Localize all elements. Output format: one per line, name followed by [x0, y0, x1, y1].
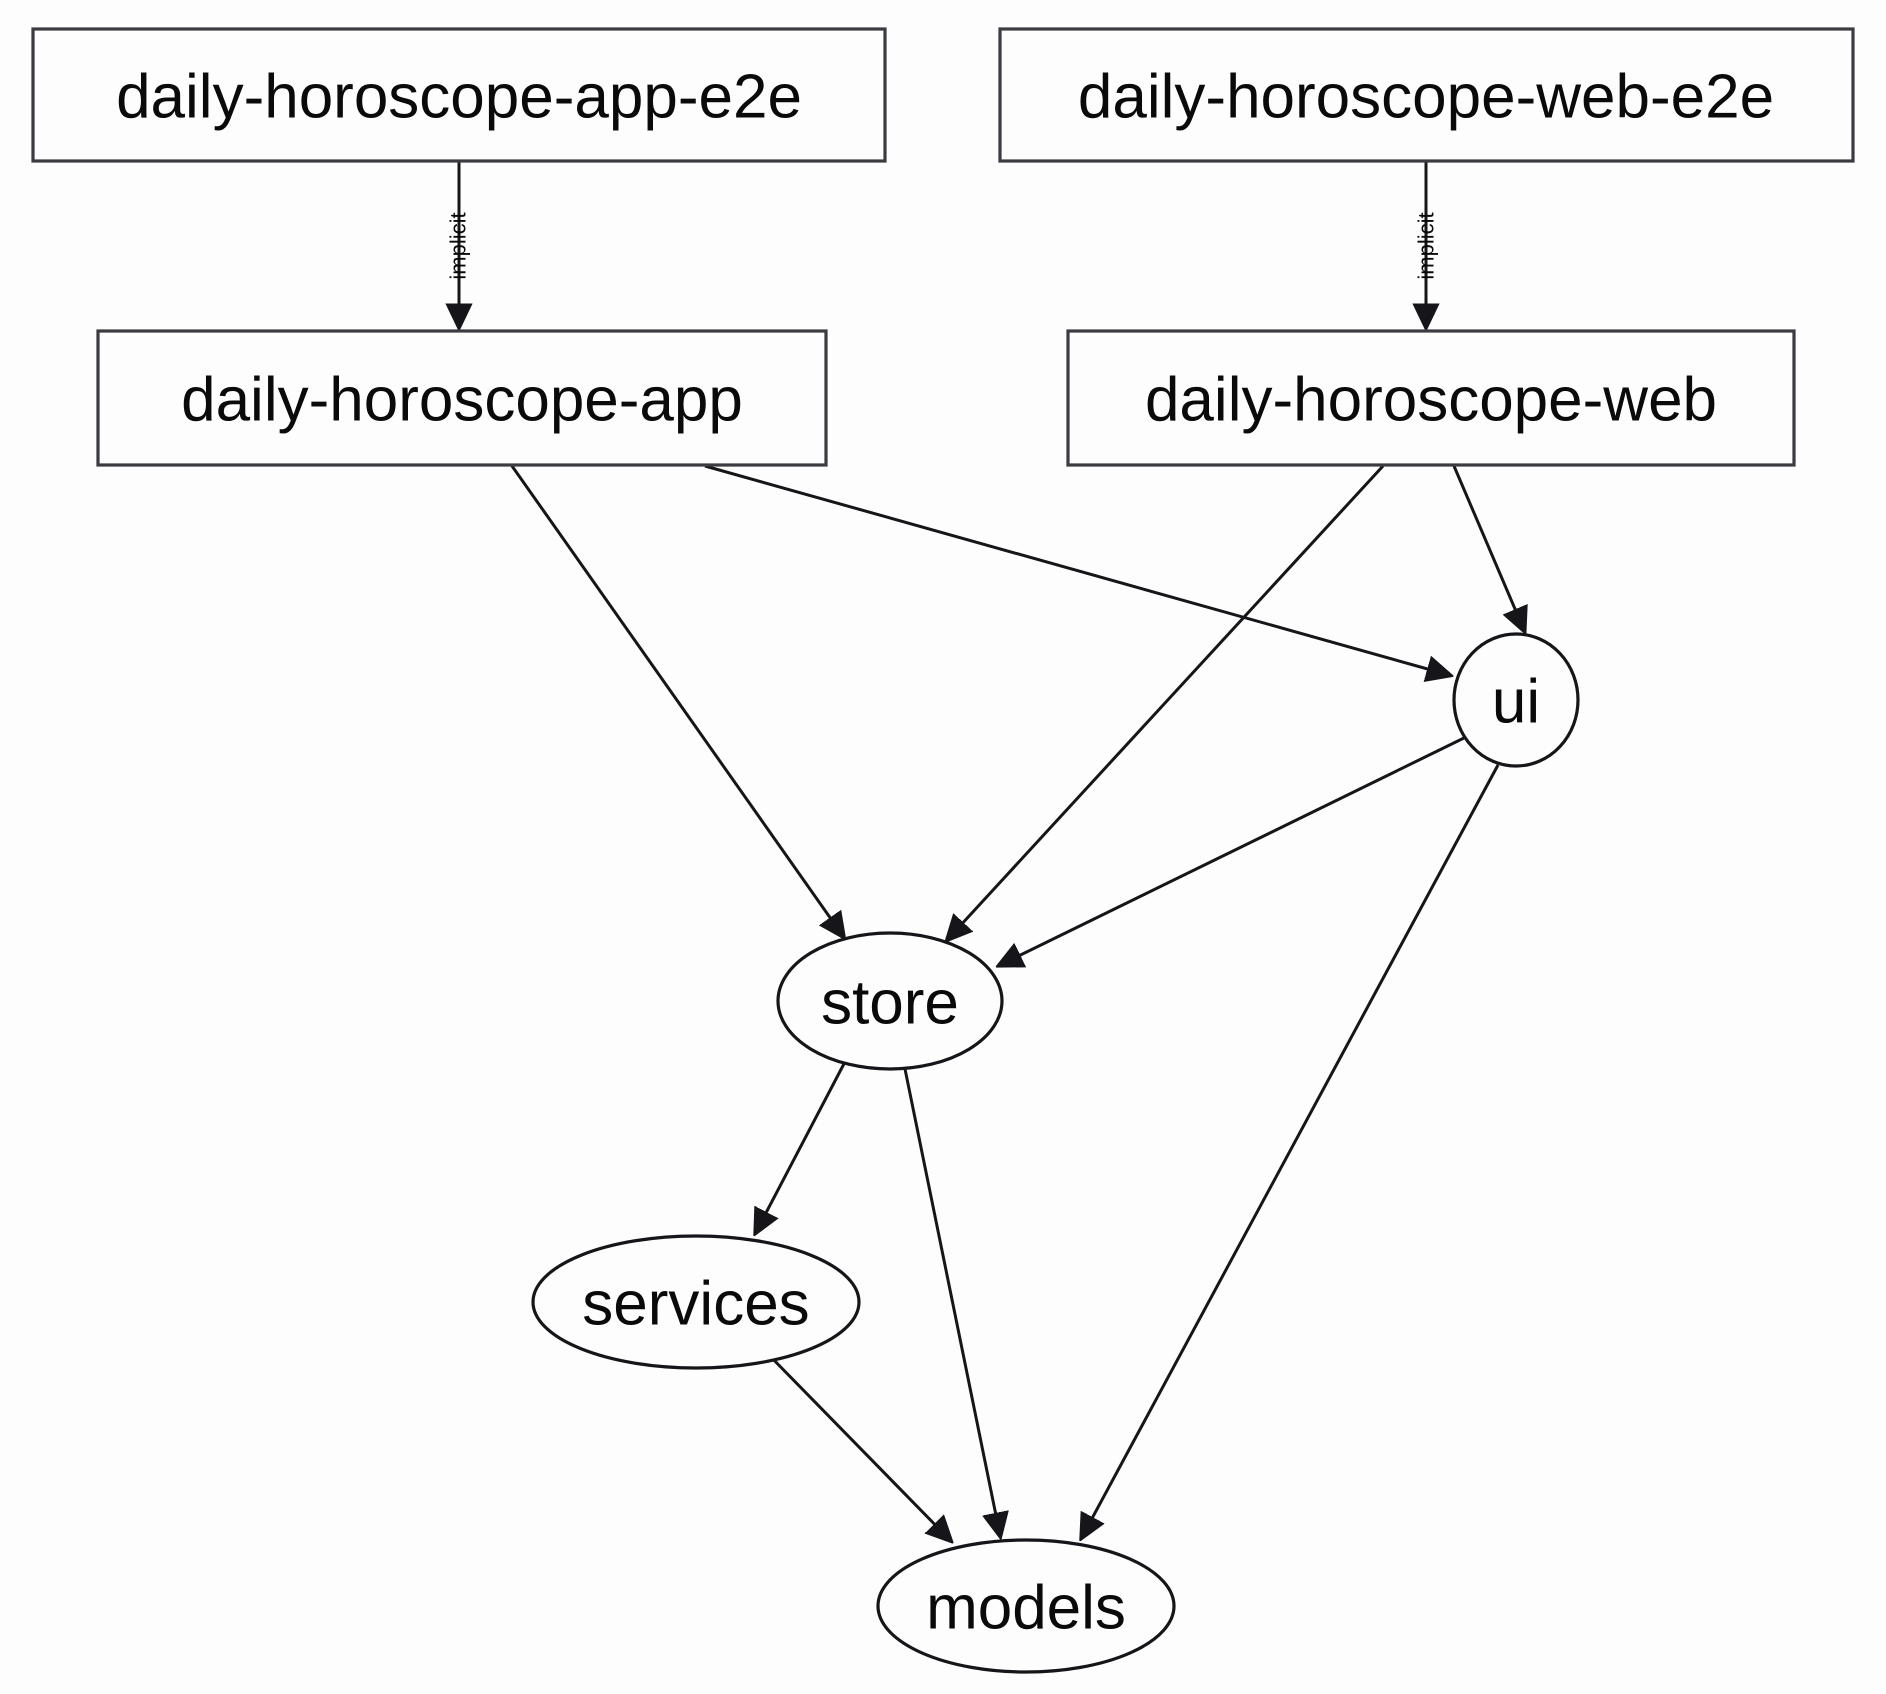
graph-node-daily-horoscope-web-e2e[interactable]: daily-horoscope-web-e2e	[998, 27, 1855, 163]
graph-edge	[764, 1350, 950, 1540]
graph-edge	[903, 1068, 1000, 1535]
node-rect-daily-horoscope-web-e2e[interactable]	[998, 27, 1855, 163]
graph-node-daily-horoscope-web[interactable]: daily-horoscope-web	[1066, 329, 1796, 467]
node-ellipse-services[interactable]	[531, 1234, 861, 1370]
node-rect-daily-horoscope-app-e2e[interactable]	[31, 27, 887, 163]
graph-node-store[interactable]: store	[776, 931, 1004, 1071]
node-label-daily-horoscope-web: daily-horoscope-web	[1145, 366, 1717, 435]
nodes-layer: daily-horoscope-app-e2e daily-horoscope-w…	[31, 27, 1855, 1674]
graph-node-daily-horoscope-app-e2e[interactable]: daily-horoscope-app-e2e	[31, 27, 887, 163]
graph-node-ui[interactable]: ui	[1452, 632, 1580, 768]
node-label-store: store	[821, 969, 959, 1038]
node-label-services: services	[582, 1270, 809, 1339]
node-rect-daily-horoscope-web[interactable]	[1066, 329, 1796, 467]
graph-edge	[704, 464, 1449, 675]
edge-label-implicit: implicit	[446, 212, 471, 279]
edge-line-ui-to-models	[1082, 764, 1500, 1537]
node-label-daily-horoscope-app-e2e: daily-horoscope-app-e2e	[116, 63, 802, 132]
node-label-daily-horoscope-web-e2e: daily-horoscope-web-e2e	[1078, 63, 1774, 132]
node-ellipse-models[interactable]	[876, 1538, 1176, 1674]
graph-node-services[interactable]: services	[531, 1234, 861, 1370]
node-label-models: models	[926, 1574, 1126, 1643]
edge-line-daily-horoscope-web-to-ui	[1452, 465, 1524, 630]
edge-line-store-to-services	[756, 1057, 849, 1232]
graph-edge	[510, 465, 843, 936]
edge-line-store-to-models	[903, 1068, 1000, 1535]
edge-label-implicit: implicit	[1414, 212, 1439, 279]
edges-layer	[459, 162, 1524, 1540]
graph-edge	[1082, 764, 1500, 1537]
edge-line-daily-horoscope-app-to-store	[510, 465, 843, 936]
node-rect-daily-horoscope-app[interactable]	[96, 329, 828, 467]
graph-edge	[756, 1057, 849, 1232]
graph-node-daily-horoscope-app[interactable]: daily-horoscope-app	[96, 329, 828, 467]
edge-line-ui-to-store	[1000, 735, 1467, 965]
graph-edge	[1000, 735, 1467, 965]
edge-line-services-to-models	[764, 1350, 950, 1540]
edge-line-daily-horoscope-web-to-store	[948, 464, 1385, 939]
node-ellipse-ui[interactable]	[1452, 632, 1580, 768]
graph-node-models[interactable]: models	[876, 1538, 1176, 1674]
node-ellipse-store[interactable]	[776, 931, 1004, 1071]
node-label-ui: ui	[1492, 668, 1540, 737]
edge-line-daily-horoscope-app-to-ui	[704, 464, 1449, 675]
edge-labels-layer: implicit implicit	[446, 212, 1439, 279]
graph-edge	[1452, 465, 1524, 630]
graph-edge	[948, 464, 1385, 939]
node-label-daily-horoscope-app: daily-horoscope-app	[181, 366, 743, 435]
